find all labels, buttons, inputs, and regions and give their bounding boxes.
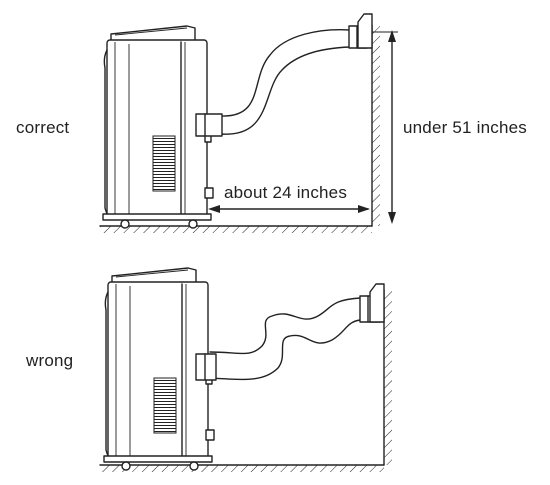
wrong-label: wrong [26, 351, 74, 370]
correct-label: correct [16, 118, 70, 137]
distance-label: about 24 inches [222, 183, 350, 203]
height-limit-label: under 51 inches [403, 118, 527, 137]
wrong-scene [99, 267, 392, 472]
correct-scene [99, 13, 398, 233]
